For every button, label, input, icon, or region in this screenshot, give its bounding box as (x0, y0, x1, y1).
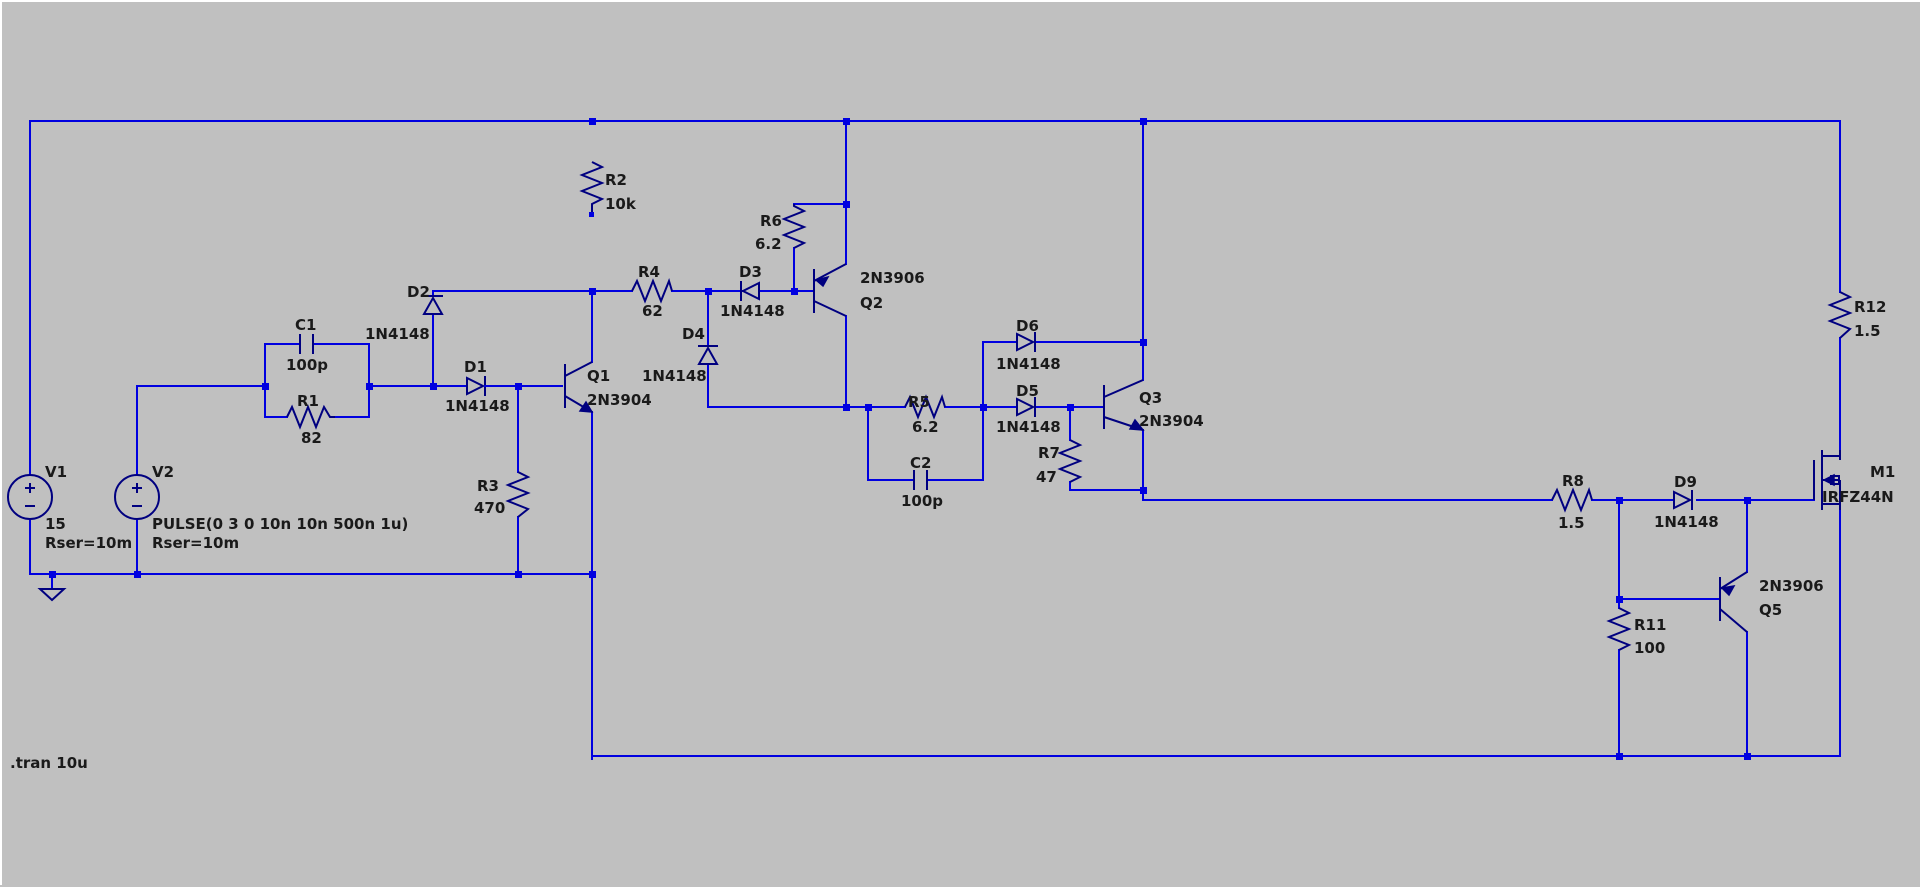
label-d4-value: 1N4148 (642, 367, 707, 385)
diode-d9[interactable] (1673, 490, 1693, 510)
label-r7-value: 47 (1036, 468, 1057, 486)
capacitor-c2[interactable] (913, 470, 928, 490)
label-m1-name: M1 (1870, 463, 1895, 481)
label-d5-name: D5 (1016, 382, 1039, 400)
label-d3-name: D3 (739, 263, 762, 281)
wires (29, 120, 1841, 760)
diode-d1[interactable] (466, 376, 491, 396)
label-q5-value: 2N3906 (1759, 577, 1824, 595)
resistor-r8[interactable] (1551, 486, 1593, 513)
label-q3-name: Q3 (1139, 389, 1162, 407)
label-c1-name: C1 (295, 316, 316, 334)
capacitor-c1[interactable] (299, 334, 314, 354)
label-v1-rser: Rser=10m (45, 534, 132, 552)
label-d9-name: D9 (1674, 473, 1697, 491)
spice-directive[interactable]: .tran 10u (10, 754, 88, 772)
label-r5-name: R5 (908, 393, 930, 411)
diode-d5[interactable] (1016, 397, 1036, 417)
label-q5-name: Q5 (1759, 601, 1782, 619)
label-d6-value: 1N4148 (996, 355, 1061, 373)
label-c1-value: 100p (286, 356, 328, 374)
label-r1-name: R1 (297, 392, 319, 410)
label-r7-name: R7 (1038, 444, 1060, 462)
label-d6-name: D6 (1016, 317, 1039, 335)
label-r8-name: R8 (1562, 472, 1584, 490)
transistor-q1[interactable] (564, 361, 594, 413)
resistor-r11[interactable] (1606, 607, 1632, 651)
voltage-source-v1[interactable] (7, 474, 53, 520)
diode-d4[interactable] (697, 345, 719, 365)
label-d1-value: 1N4148 (445, 397, 510, 415)
label-q2-name: Q2 (860, 294, 883, 312)
label-d9-value: 1N4148 (1654, 513, 1719, 531)
transistor-q5[interactable] (1719, 571, 1748, 633)
resistor-r3[interactable] (505, 471, 531, 518)
component-labels: V1 15 Rser=10m V2 PULSE(0 3 0 10n 10n 50… (10, 171, 1895, 772)
label-q3-value: 2N3904 (1139, 412, 1204, 430)
label-r8-value: 1.5 (1558, 514, 1585, 532)
label-r12-name: R12 (1854, 298, 1886, 316)
label-c2-name: C2 (910, 454, 931, 472)
label-q2-value: 2N3906 (860, 269, 925, 287)
diode-d2[interactable] (422, 295, 444, 315)
label-r11-value: 100 (1634, 639, 1665, 657)
resistor-r7[interactable] (1057, 439, 1083, 483)
transistor-q3[interactable] (1103, 379, 1145, 431)
resistor-r2[interactable] (579, 161, 605, 217)
resistor-r12[interactable] (1827, 291, 1853, 339)
label-v1-value: 15 (45, 515, 66, 533)
label-c2-value: 100p (901, 492, 943, 510)
label-q1-name: Q1 (587, 367, 610, 385)
resistor-r5[interactable] (904, 393, 946, 420)
transistor-q2[interactable] (813, 263, 847, 317)
label-r4-name: R4 (638, 263, 660, 281)
mosfet-m1[interactable] (1813, 450, 1841, 510)
label-r4-value: 62 (642, 302, 663, 320)
label-q1-value: 2N3904 (587, 391, 652, 409)
label-r5-value: 6.2 (912, 418, 939, 436)
label-r11-name: R11 (1634, 616, 1666, 634)
ground-symbol[interactable] (37, 588, 67, 602)
label-r2-name: R2 (605, 171, 627, 189)
diode-d6[interactable] (1016, 332, 1036, 352)
label-d5-value: 1N4148 (996, 418, 1061, 436)
label-v2-name: V2 (152, 463, 174, 481)
junction-nodes (49, 118, 1751, 760)
label-r3-name: R3 (477, 477, 499, 495)
resistor-r6[interactable] (781, 204, 807, 249)
label-d2-value: 1N4148 (365, 325, 430, 343)
label-v1-name: V1 (45, 463, 67, 481)
label-v2-value: PULSE(0 3 0 10n 10n 500n 1u) (152, 515, 408, 533)
label-r2-value: 10k (605, 195, 637, 213)
label-r12-value: 1.5 (1854, 322, 1881, 340)
label-r1-value: 82 (301, 429, 322, 447)
voltage-source-v2[interactable] (114, 474, 160, 520)
resistor-r1[interactable] (286, 404, 335, 430)
label-d2-name: D2 (407, 283, 430, 301)
label-r6-name: R6 (760, 212, 782, 230)
diode-d3[interactable] (740, 281, 760, 301)
label-m1-value: IRFZ44N (1822, 488, 1894, 506)
label-v2-rser: Rser=10m (152, 534, 239, 552)
label-r6-value: 6.2 (755, 235, 782, 253)
label-d4-name: D4 (682, 325, 705, 343)
resistor-r4[interactable] (631, 277, 673, 304)
label-r3-value: 470 (474, 499, 505, 517)
label-d3-value: 1N4148 (720, 302, 785, 320)
label-d1-name: D1 (464, 358, 487, 376)
